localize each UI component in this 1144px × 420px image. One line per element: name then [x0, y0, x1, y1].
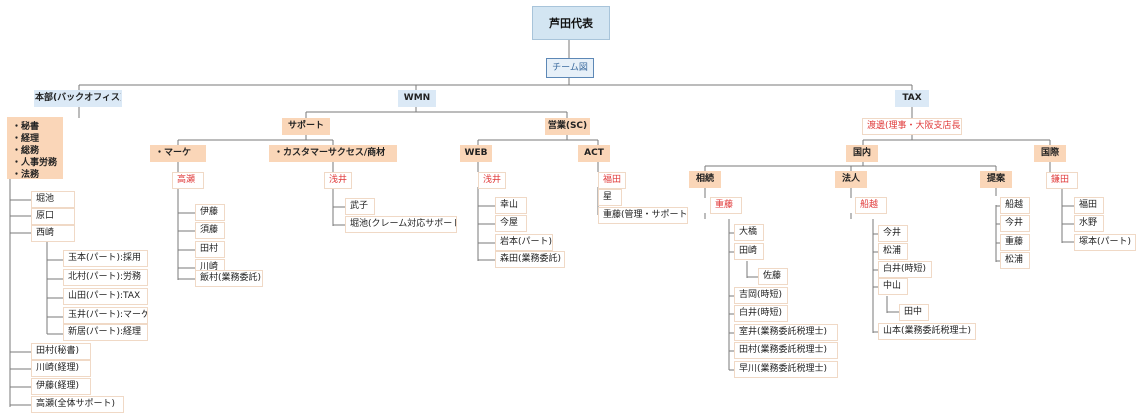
member-node: 早川(業務委託税理士) — [734, 361, 838, 378]
member-node: 水野 — [1074, 215, 1104, 232]
member-node: 白井(時短) — [734, 305, 788, 322]
wmn-node: WMN — [398, 90, 436, 107]
member-node: 今屋 — [495, 215, 527, 232]
member-node: 松浦 — [1000, 252, 1030, 269]
member-node: 田崎 — [734, 243, 764, 260]
marke-node: ・マーケ — [150, 145, 206, 162]
member-node: 船越 — [1000, 197, 1030, 214]
duty-item: ・法務 — [12, 170, 40, 179]
parttimer-node: 新居(パート):経理 — [63, 324, 148, 341]
act-node: ACT — [578, 145, 610, 162]
team-chart-node: チーム図 — [546, 58, 594, 78]
parttimer-node: 玉井(パート):マーケ — [63, 307, 148, 324]
honbu-duties-box: ・秘書 ・経理 ・総務 ・人事労務 ・法務 — [7, 117, 63, 179]
member-node: 室井(業務委託税理士) — [734, 324, 838, 341]
teian-node: 提案 — [980, 171, 1012, 188]
member-node: 原口 — [31, 208, 75, 225]
root-node: 芦田代表 — [532, 6, 610, 40]
member-node: 佐藤 — [758, 268, 788, 285]
member-node: 田中 — [899, 304, 929, 321]
member-node: 武子 — [345, 198, 375, 215]
parttimer-node: 山田(パート):TAX — [63, 288, 148, 305]
duty-item: ・人事労務 — [12, 158, 58, 168]
member-node: 中山 — [878, 278, 908, 295]
member-node: 山本(業務委託税理士) — [878, 323, 976, 340]
cs-lead-node: 浅井 — [324, 172, 352, 189]
duty-item: ・経理 — [12, 134, 40, 144]
cs-node: ・カスタマーサクセス/商材 — [269, 145, 397, 162]
member-node: 松浦 — [878, 243, 908, 260]
member-node: 川崎(経理) — [31, 360, 91, 377]
web-node: WEB — [460, 145, 492, 162]
member-node: 吉岡(時短) — [734, 287, 788, 304]
member-node: 大橋 — [734, 224, 764, 241]
member-node: 堀池 — [31, 191, 75, 208]
member-node: 重藤(管理・サポート) — [598, 207, 688, 224]
member-node: 堀池(クレーム対応サポート) — [345, 216, 457, 233]
member-node: 須藤 — [195, 222, 225, 239]
member-node: 今井 — [1000, 215, 1030, 232]
parttimer-node: 北村(パート):労務 — [63, 269, 148, 286]
tax-head-node: 渡邊(理事・大阪支店長) — [862, 118, 962, 135]
web-lead-node: 浅井 — [478, 172, 506, 189]
member-node: 田村(秘書) — [31, 343, 91, 360]
houjin-node: 法人 — [835, 171, 867, 188]
member-node: 福田 — [1074, 197, 1104, 214]
intl-node: 国際 — [1034, 145, 1066, 162]
intl-lead-node: 鎌田 — [1046, 172, 1078, 189]
houjin-lead-node: 船越 — [855, 197, 887, 214]
member-node: 重藤 — [1000, 234, 1030, 251]
member-node: 森田(業務委託) — [495, 251, 565, 268]
souzoku-lead-node: 重藤 — [710, 197, 742, 214]
member-node: 伊藤(経理) — [31, 378, 91, 395]
marke-lead-node: 高瀬 — [172, 172, 204, 189]
tax-node: TAX — [895, 90, 929, 107]
act-lead-node: 福田 — [598, 172, 626, 189]
member-node: 飯村(業務委託) — [195, 270, 263, 287]
member-node: 高瀬(全体サポート) — [31, 396, 124, 413]
member-node: 岩本(パート) — [495, 234, 553, 251]
support-node: サポート — [282, 118, 330, 135]
member-node: 田村(業務委託税理士) — [734, 342, 838, 359]
domestic-node: 国内 — [846, 145, 878, 162]
member-node: 幸山 — [495, 197, 527, 214]
member-node: 田村 — [195, 241, 225, 258]
duty-item: ・総務 — [12, 146, 40, 156]
duty-item: ・秘書 — [12, 122, 40, 132]
sales-node: 営業(SC) — [545, 118, 590, 135]
member-node: 今井 — [878, 225, 908, 242]
honbu-node: 本部(バックオフィス) — [34, 90, 122, 107]
member-node: 星 — [598, 189, 622, 206]
member-node: 西崎 — [31, 225, 75, 242]
member-node: 伊藤 — [195, 204, 225, 221]
parttimer-node: 玉本(パート):採用 — [63, 250, 148, 267]
souzoku-node: 相続 — [689, 171, 721, 188]
member-node: 白井(時短) — [878, 261, 932, 278]
member-node: 塚本(パート) — [1074, 234, 1136, 251]
